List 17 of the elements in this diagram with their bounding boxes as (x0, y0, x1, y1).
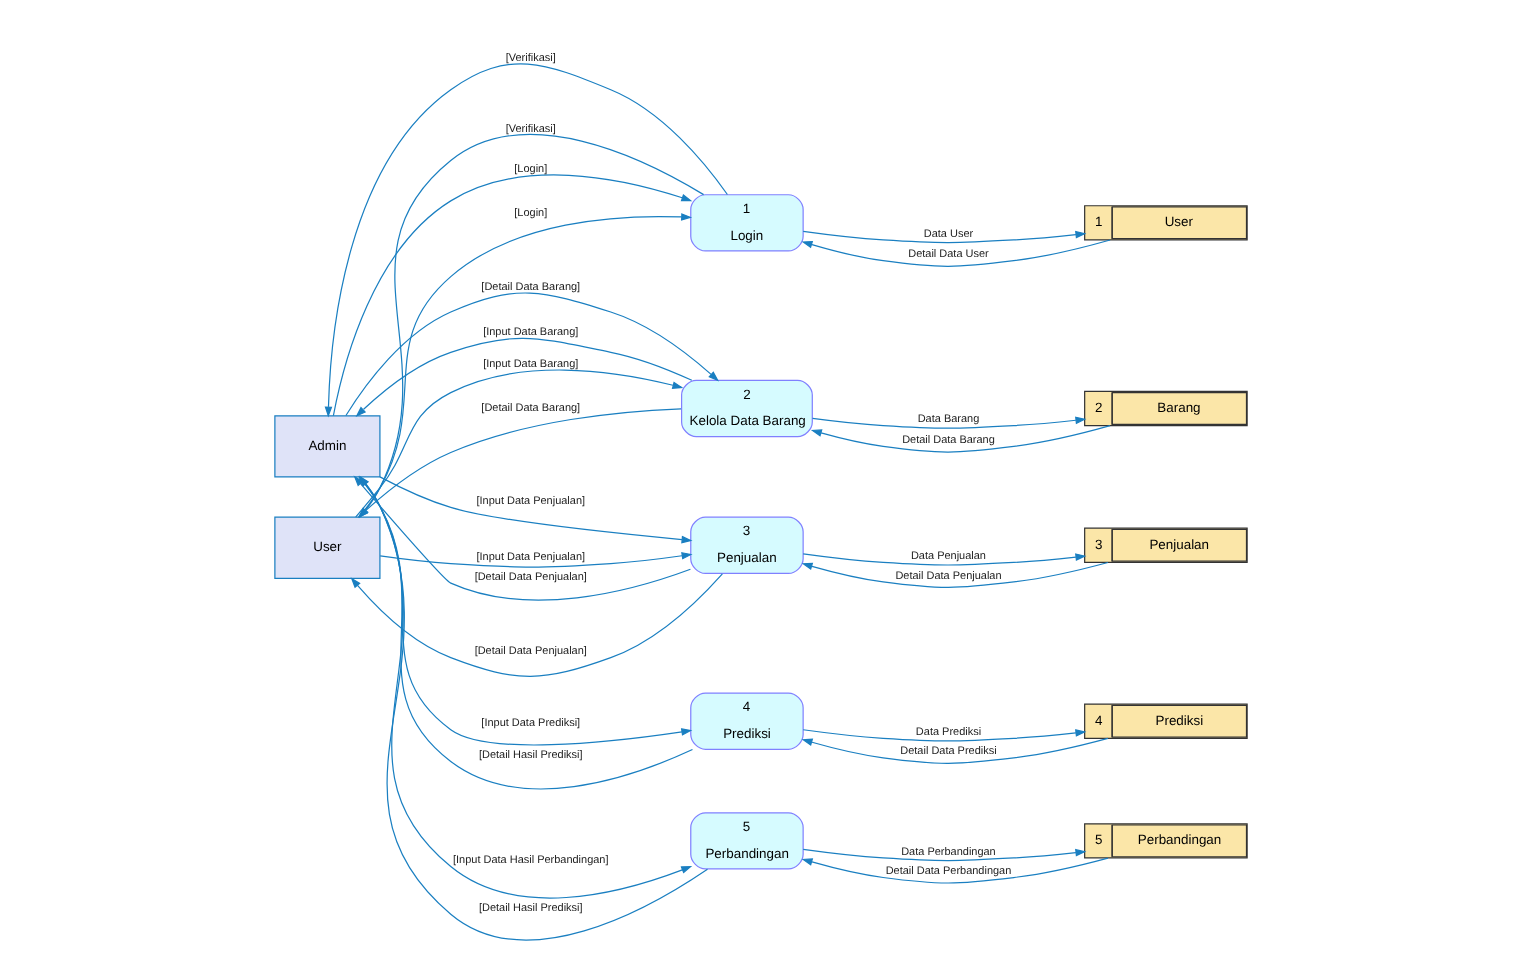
arrow (349, 573, 722, 677)
arrow (800, 239, 1110, 267)
arrow (800, 737, 1108, 764)
arrow (323, 63, 727, 418)
arrow (354, 337, 692, 417)
arrow (331, 174, 692, 417)
arrow (810, 416, 1086, 429)
arrow (800, 561, 1108, 589)
arrow (801, 230, 1086, 244)
arrow (344, 292, 719, 417)
arrow (801, 553, 1086, 566)
arrow (801, 848, 1086, 862)
arrow (378, 476, 692, 544)
arrow (801, 729, 1086, 742)
arrow (800, 857, 1108, 884)
arrow (809, 425, 1110, 453)
arrow (378, 552, 692, 568)
